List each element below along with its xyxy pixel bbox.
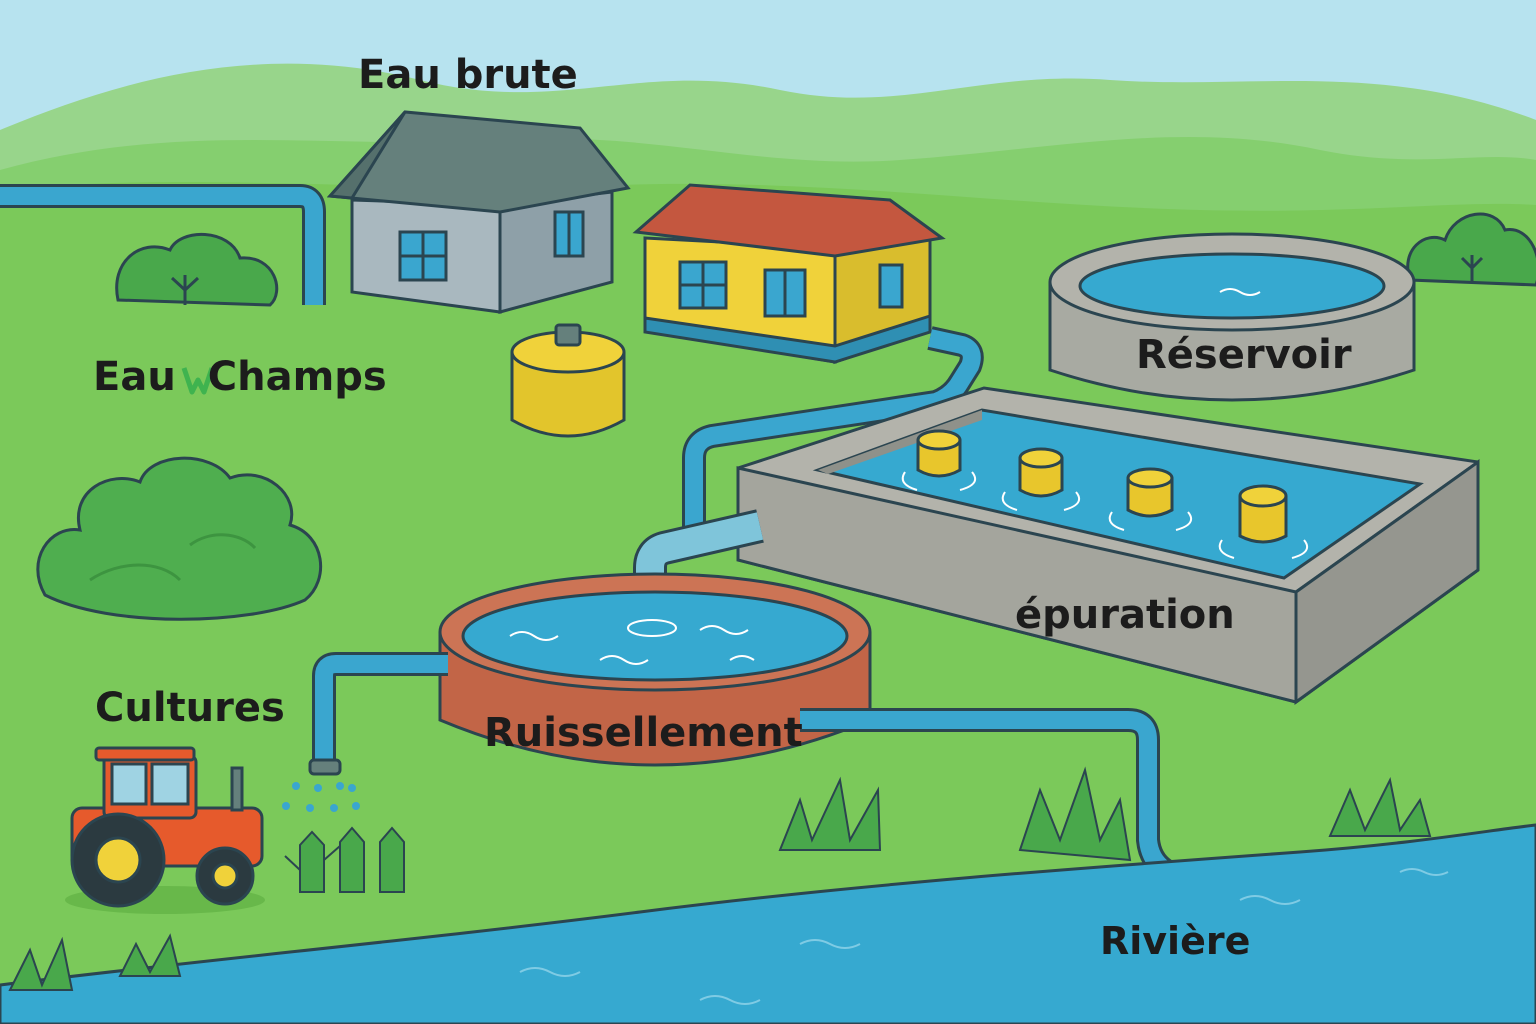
label-runoff: Ruissellement — [484, 710, 803, 756]
grey-house — [326, 110, 631, 314]
reservoir-tank — [1048, 232, 1416, 402]
aerator — [1218, 484, 1308, 559]
aerator — [901, 429, 976, 491]
bush-large-left — [36, 456, 322, 621]
label-crops: Cultures — [95, 685, 285, 731]
river-waves — [519, 868, 1449, 1005]
river — [0, 823, 1536, 1024]
label-purification: épuration — [1015, 592, 1235, 638]
yellow-house — [632, 183, 946, 365]
sprinkler-nozzle — [308, 758, 342, 776]
label-reservoir: Réservoir — [1136, 332, 1352, 378]
runoff-tank — [438, 572, 872, 767]
sprout-icon — [181, 367, 215, 395]
purification-basin — [736, 386, 1480, 705]
aerator — [1108, 467, 1192, 531]
tractor — [65, 746, 265, 914]
aerator — [1001, 447, 1080, 511]
label-raw-water: Eau brute — [358, 52, 578, 98]
label-river: Rivière — [1100, 919, 1251, 963]
label-field-water: Eau Champs — [93, 354, 387, 400]
bush-top-left — [115, 232, 279, 307]
reeds — [778, 766, 1432, 862]
crops — [284, 826, 405, 893]
grass-tufts — [8, 933, 182, 991]
water-droplets — [282, 782, 360, 812]
yellow-water-tank — [510, 323, 626, 438]
